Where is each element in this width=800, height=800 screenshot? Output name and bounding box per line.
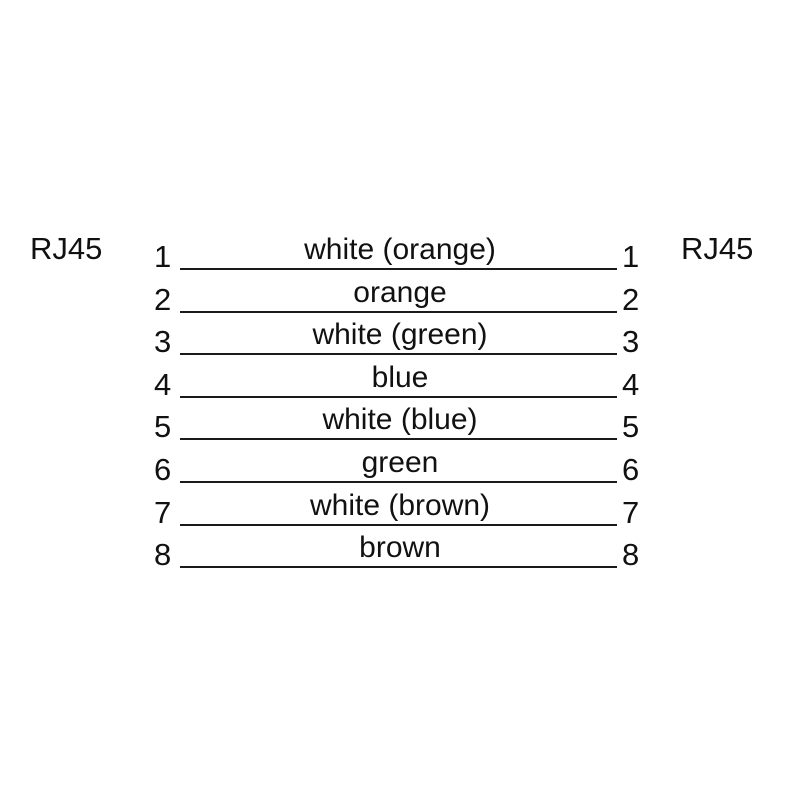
left-pin-number: 5 [154, 409, 172, 445]
wire-line [180, 353, 617, 356]
wire-color-label: orange [353, 275, 447, 309]
left-connector-label: RJ45 [30, 231, 103, 266]
wire-color-label: green [361, 446, 439, 479]
wire-line [180, 481, 617, 483]
right-pin-number: 2 [622, 281, 640, 317]
wire-line [180, 395, 617, 398]
left-pin-number: 7 [154, 494, 172, 530]
wire-color-label: white (brown) [309, 488, 491, 522]
wire-line [180, 523, 617, 526]
wire-color-label: white (green) [312, 318, 488, 352]
left-pin-number: 6 [154, 452, 172, 487]
wire-line [180, 268, 617, 270]
right-pin-number: 1 [622, 239, 640, 274]
right-pin-number: 7 [622, 494, 640, 530]
right-pin-number: 6 [622, 452, 640, 487]
left-pin-number: 4 [154, 366, 172, 402]
left-pin-number: 1 [154, 239, 172, 274]
wire-color-label: blue [371, 360, 429, 394]
right-connector-label: RJ45 [681, 231, 754, 266]
right-pin-number: 8 [622, 537, 640, 573]
wire-color-label: brown [359, 531, 441, 565]
right-pin-number: 3 [622, 324, 640, 360]
wire-line [180, 566, 617, 569]
left-pin-number: 3 [154, 324, 172, 360]
left-pin-number: 2 [154, 281, 172, 317]
right-pin-number: 5 [622, 409, 640, 445]
wire-color-label: white (blue) [322, 403, 478, 437]
wire-line [180, 310, 617, 313]
right-pin-number: 4 [622, 366, 640, 402]
wire-line [180, 438, 617, 441]
left-pin-number: 8 [154, 537, 172, 573]
wire-color-label: white (orange) [304, 233, 496, 266]
